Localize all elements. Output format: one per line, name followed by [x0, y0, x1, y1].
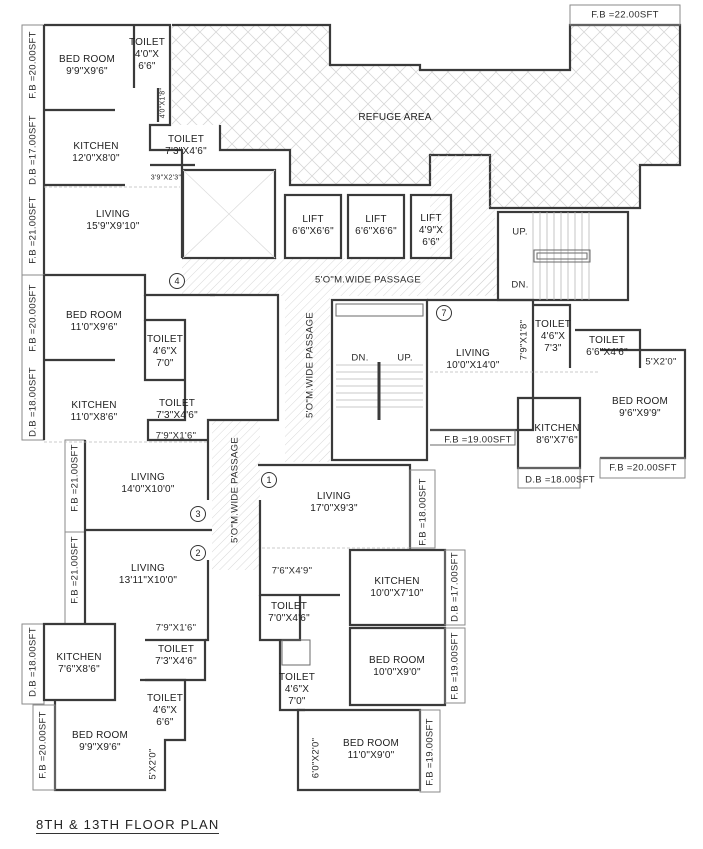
passage-vertical-1-label: 5'O"M.WIDE PASSAGE [304, 312, 316, 418]
refuge-area-label: REFUGE AREA [358, 112, 432, 123]
flat-7-number: 7 [436, 305, 452, 321]
flat-4-number: 4 [169, 273, 185, 289]
flat-4-fb-2-label: F.B =21.00SFT [27, 196, 39, 264]
flat-4-db-label: D.B =17.00SFT [27, 115, 39, 185]
lift-2 [346, 193, 406, 260]
staircase-2 [330, 298, 429, 462]
flat-1-dining-label: 7'6"X4'9" [271, 565, 313, 577]
flat-7-passage-label: 7'9"X1'8" [518, 319, 530, 361]
flat-3-number: 3 [190, 506, 206, 522]
stair-1-dn-label: DN. [511, 279, 529, 291]
flat-7-fb-2-label: F.B =20.00SFT [609, 462, 677, 474]
stair-2-up-label: UP. [397, 352, 413, 364]
lift-1 [283, 193, 343, 260]
flat-2-number: 2 [190, 545, 206, 561]
refuge-area [172, 4, 682, 210]
lift-3 [409, 193, 453, 260]
flat-3-db-label: D.B =18.00SFT [27, 367, 39, 437]
flat-7-fb-1-label: F.B =19.00SFT [444, 434, 512, 446]
flat-2-walls [21, 439, 212, 792]
drawing-title: 8TH & 13TH FLOOR PLAN [36, 817, 220, 834]
flat-3-walls [21, 274, 280, 500]
flat-3-passage-label: 7'9"X1'6" [155, 430, 197, 442]
flat-4-passage-label: 3'9"X2'3" [150, 174, 182, 182]
flat-2-fb-2-label: F.B =20.00SFT [37, 711, 49, 779]
lift-shaft [181, 168, 277, 260]
flat-1-fb-1-label: F.B =18.00SFT [417, 478, 429, 546]
flat-2-db-label: D.B =18.00SFT [27, 627, 39, 697]
flat-7-walls [427, 298, 687, 489]
flat-2-fb-1-label: F.B =21.00SFT [69, 536, 81, 604]
stair-2-dn-label: DN. [351, 352, 369, 364]
passage-vertical-1 [285, 296, 330, 462]
passage-vertical-2 [212, 420, 260, 570]
flat-7-db-label: D.B =18.00SFT [525, 474, 595, 486]
flat-2-closet-label: 5'X2'0" [147, 748, 159, 780]
flat-4-fb-1-label: F.B =20.00SFT [27, 31, 39, 99]
flat-1-closet-label: 6'0"X2'0" [310, 737, 322, 779]
passage-vertical-2-label: 5'O"M.WIDE PASSAGE [229, 437, 241, 543]
flat-4-duct-label: 4'0"X1'8" [159, 87, 167, 119]
staircase-1 [496, 210, 630, 302]
flat-1-number: 1 [261, 472, 277, 488]
flat-2-passage-label: 7'9"X1'6" [155, 622, 197, 634]
flat-7-closet-label: 5'X2'0" [645, 356, 677, 368]
flat-1-walls [258, 463, 466, 793]
flat-1-db-label: D.B =17.00SFT [449, 552, 461, 622]
stair-1-up-label: UP. [512, 226, 528, 238]
flat-3-fb-1-label: F.B =20.00SFT [27, 284, 39, 352]
flat-1-fb-3-label: F.B =19.00SFT [424, 718, 436, 786]
passage-horizontal-label: 5'O"M.WIDE PASSAGE [315, 274, 421, 286]
flat-1-fb-2-label: F.B =19.00SFT [449, 632, 461, 700]
refuge-fb-label: F.B =22.00SFT [591, 9, 659, 21]
flat-3-fb-2-label: F.B =21.00SFT [69, 444, 81, 512]
flat-4-walls [21, 23, 215, 297]
